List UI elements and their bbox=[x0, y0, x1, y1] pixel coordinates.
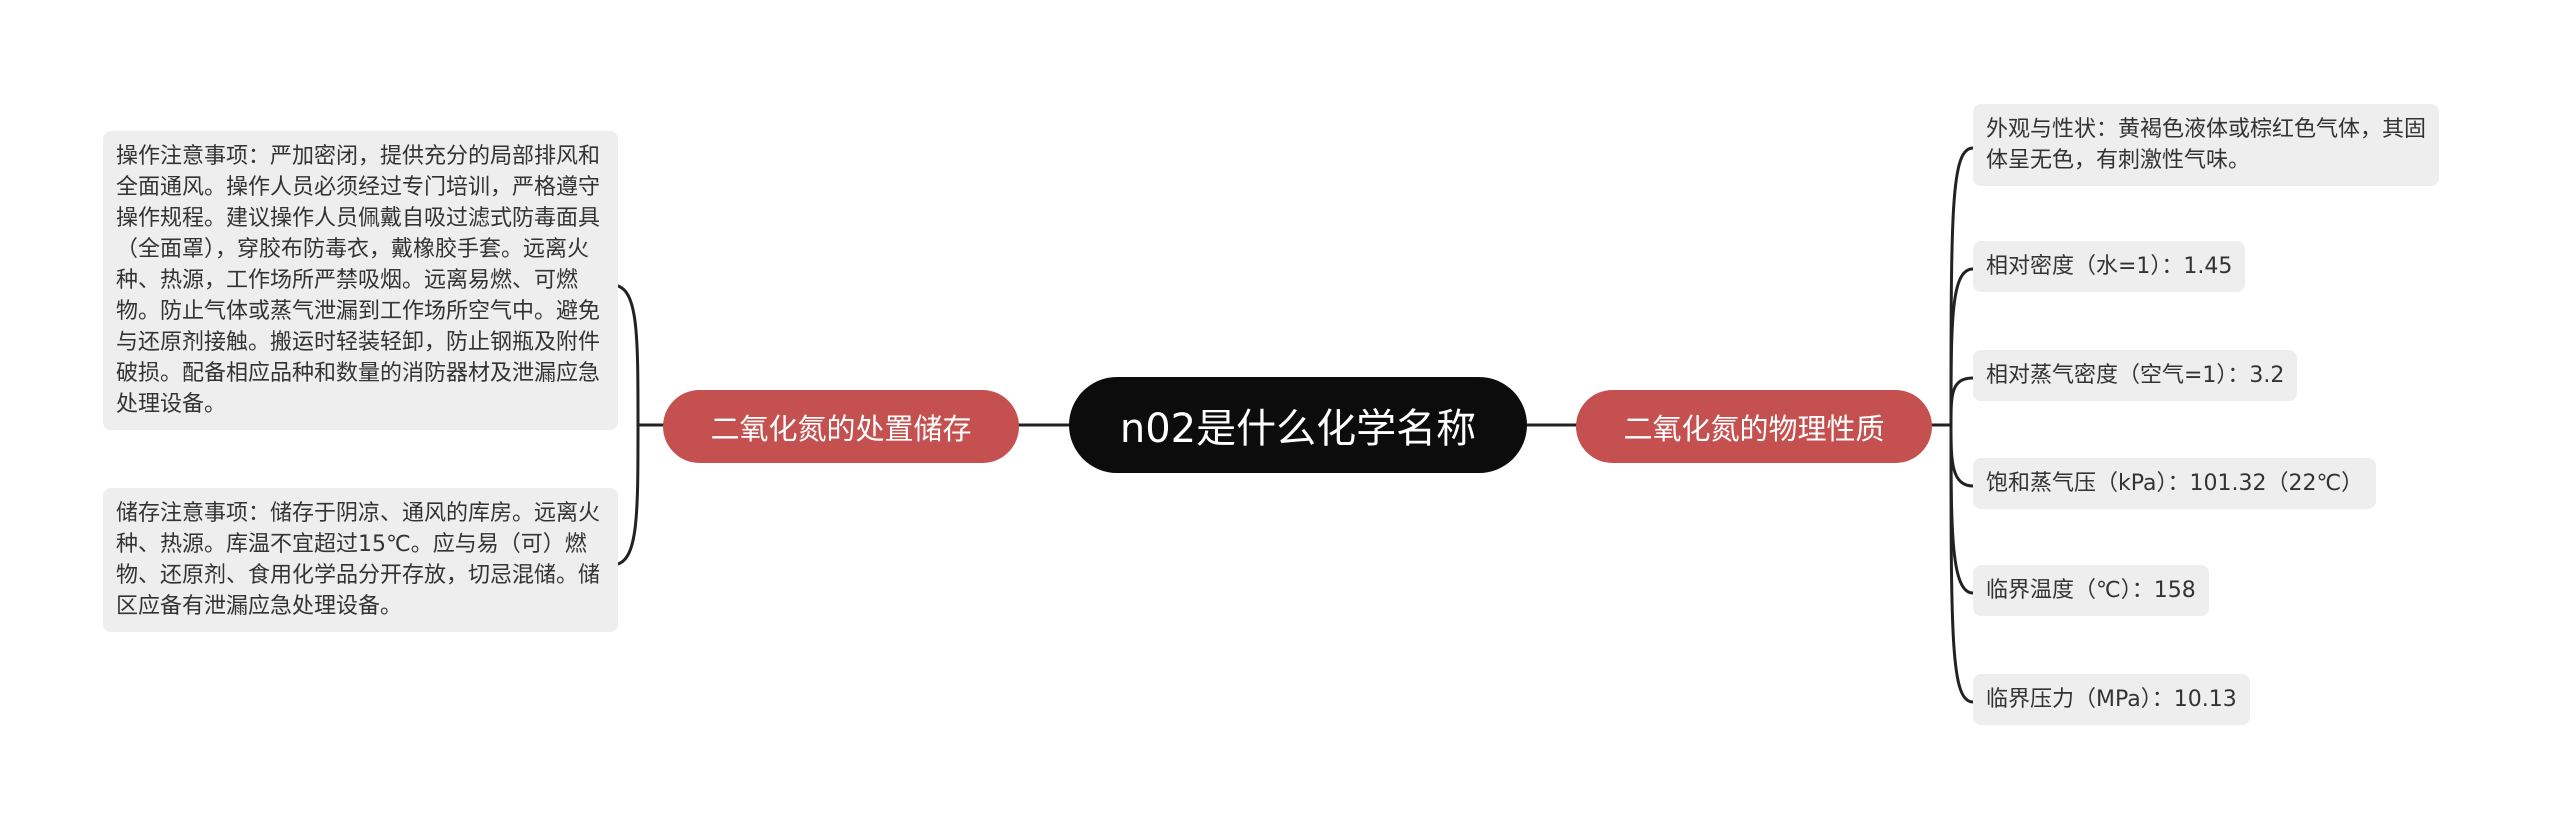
leaf-storage-precautions-text: 储存注意事项：储存于阴凉、通风的库房。远离火种、热源。库温不宜超过15℃。应与易… bbox=[116, 501, 601, 619]
leaf-vapor-density[interactable]: 相对蒸气密度（空气=1）：3.2 bbox=[1973, 350, 2298, 401]
leaf-appearance-line-2: 体呈无色，有刺激性气味。 bbox=[1986, 148, 2251, 173]
topic-disposal-storage-label: 二氧化氮的处置储存 bbox=[710, 411, 972, 446]
leaf-vapor-pressure[interactable]: 饱和蒸气压（kPa）：101.32（22℃） bbox=[1973, 458, 2377, 509]
leaf-vapor-density-text: 相对蒸气密度（空气=1）：3.2 bbox=[1986, 363, 2285, 388]
leaf-operation-precautions-text: 操作注意事项：严加密闭，提供充分的局部排风和全面通风。操作人员必须经过专门培训，… bbox=[116, 144, 601, 417]
leaf-operation-precautions[interactable]: 操作注意事项：严加密闭，提供充分的局部排风和全面通风。操作人员必须经过专门培训，… bbox=[103, 131, 618, 430]
leaf-appearance-line-1: 外观与性状：黄褐色液体或棕红色气体，其固 bbox=[1986, 117, 2427, 142]
connector-right-leaf-6 bbox=[1949, 423, 1975, 704]
connector-right-leaf-4 bbox=[1949, 423, 1975, 488]
central-topic[interactable]: n02是什么化学名称 bbox=[1069, 377, 1527, 473]
leaf-vapor-pressure-text: 饱和蒸气压（kPa）：101.32（22℃） bbox=[1986, 471, 2364, 496]
leaf-relative-density-text: 相对密度（水=1）：1.45 bbox=[1986, 254, 2233, 279]
topic-physical-properties-label: 二氧化氮的物理性质 bbox=[1623, 411, 1885, 446]
leaf-relative-density[interactable]: 相对密度（水=1）：1.45 bbox=[1973, 241, 2246, 292]
topic-disposal-storage[interactable]: 二氧化氮的处置储存 bbox=[663, 390, 1019, 463]
central-topic-label: n02是什么化学名称 bbox=[1119, 406, 1477, 452]
leaf-storage-precautions[interactable]: 储存注意事项：储存于阴凉、通风的库房。远离火种、热源。库温不宜超过15℃。应与易… bbox=[103, 488, 618, 632]
connector-right-leaf-3 bbox=[1949, 376, 1975, 427]
leaf-critical-temperature[interactable]: 临界温度（℃）：158 bbox=[1973, 565, 2209, 616]
connector-right-leaf-5 bbox=[1949, 423, 1975, 595]
leaf-critical-temperature-text: 临界温度（℃）：158 bbox=[1986, 578, 2196, 603]
leaf-appearance[interactable]: 外观与性状：黄褐色液体或棕红色气体，其固 体呈无色，有刺激性气味。 bbox=[1973, 104, 2440, 186]
connector-left-leaf-1 bbox=[610, 283, 640, 427]
connector-right-leaf-1 bbox=[1949, 146, 1975, 427]
leaf-critical-pressure-text: 临界压力（MPa）：10.13 bbox=[1986, 687, 2237, 712]
connector-right-leaf-2 bbox=[1949, 267, 1975, 427]
topic-physical-properties[interactable]: 二氧化氮的物理性质 bbox=[1576, 390, 1932, 463]
connector-left-leaf-2 bbox=[610, 423, 640, 567]
leaf-critical-pressure[interactable]: 临界压力（MPa）：10.13 bbox=[1973, 674, 2250, 725]
